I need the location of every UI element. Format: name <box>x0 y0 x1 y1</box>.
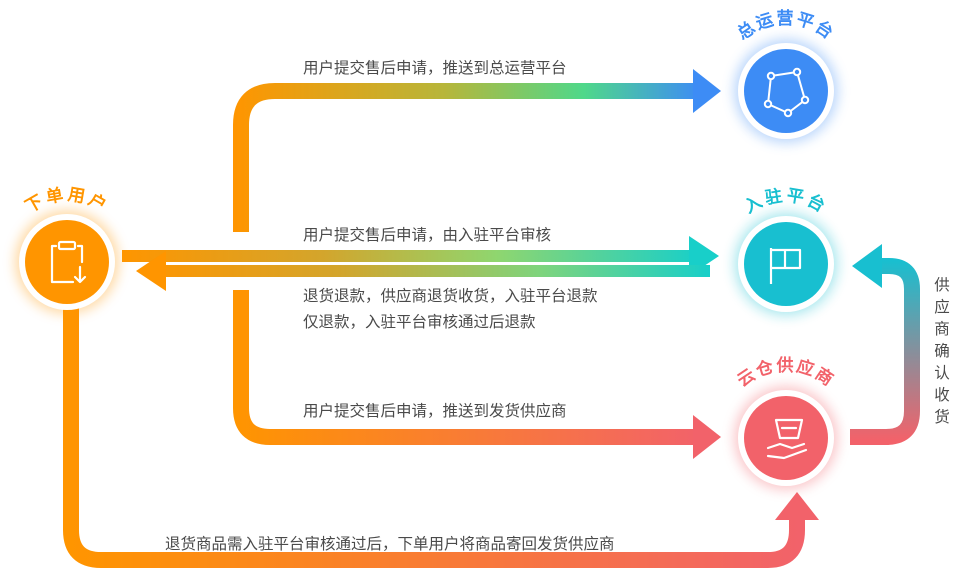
node-supplier-title: 云仓供应商 <box>734 355 837 391</box>
confirm-char: 认 <box>934 364 950 382</box>
label-to-supplier: 用户提交售后申请，推送到发货供应商 <box>303 401 567 420</box>
confirm-char: 供 <box>934 276 950 294</box>
label-supplier-confirm: 供 应 商 确 认 收 货 <box>934 276 950 426</box>
label-to-ops: 用户提交售后申请，推送到总运营平台 <box>303 59 567 77</box>
clipboard-return-icon <box>50 240 87 284</box>
hand-box-icon <box>766 418 808 460</box>
flow-arrow-refund <box>155 265 710 277</box>
flag-icon <box>769 248 802 284</box>
arrowhead-return-goods <box>775 492 819 520</box>
svg-text:总运营平台: 总运营平台 <box>733 8 838 44</box>
polygon-nodes-icon <box>763 67 810 118</box>
label-refund-line1: 退货退款，供应商退货收货，入驻平台退款 <box>303 286 598 305</box>
svg-text:云仓供应商: 云仓供应商 <box>734 355 839 391</box>
label-return-goods: 退货商品需入驻平台审核通过后，下单用户将商品寄回发货供应商 <box>165 534 615 553</box>
confirm-char: 确 <box>934 342 950 360</box>
node-user: 下单用户 <box>15 184 119 314</box>
arrowhead-refund <box>136 251 166 291</box>
flow-arrow-return-goods <box>63 300 805 568</box>
flow-arrow-to-supplier <box>233 290 695 445</box>
node-supplier: 云仓供应商 <box>734 355 839 490</box>
node-ops: 总运营平台 <box>733 8 838 143</box>
confirm-char: 货 <box>934 408 950 426</box>
node-ops-title: 总运营平台 <box>733 8 836 44</box>
arrowhead-confirm <box>852 244 882 288</box>
label-to-platform: 用户提交售后申请，由入驻平台审核 <box>303 226 551 244</box>
confirm-char: 收 <box>934 386 950 404</box>
arrowhead-supplier <box>693 415 721 459</box>
label-refund-line2: 仅退款，入驻平台审核通过后退款 <box>303 313 536 331</box>
node-platform: 入驻平台 <box>734 185 838 316</box>
flow-arrow-supplier-confirm <box>850 258 920 445</box>
arrowhead-ops <box>693 69 721 113</box>
flow-arrow-to-platform <box>122 250 700 262</box>
confirm-char: 商 <box>934 320 950 338</box>
flow-arrow-to-ops <box>233 83 695 232</box>
confirm-char: 应 <box>934 297 950 316</box>
